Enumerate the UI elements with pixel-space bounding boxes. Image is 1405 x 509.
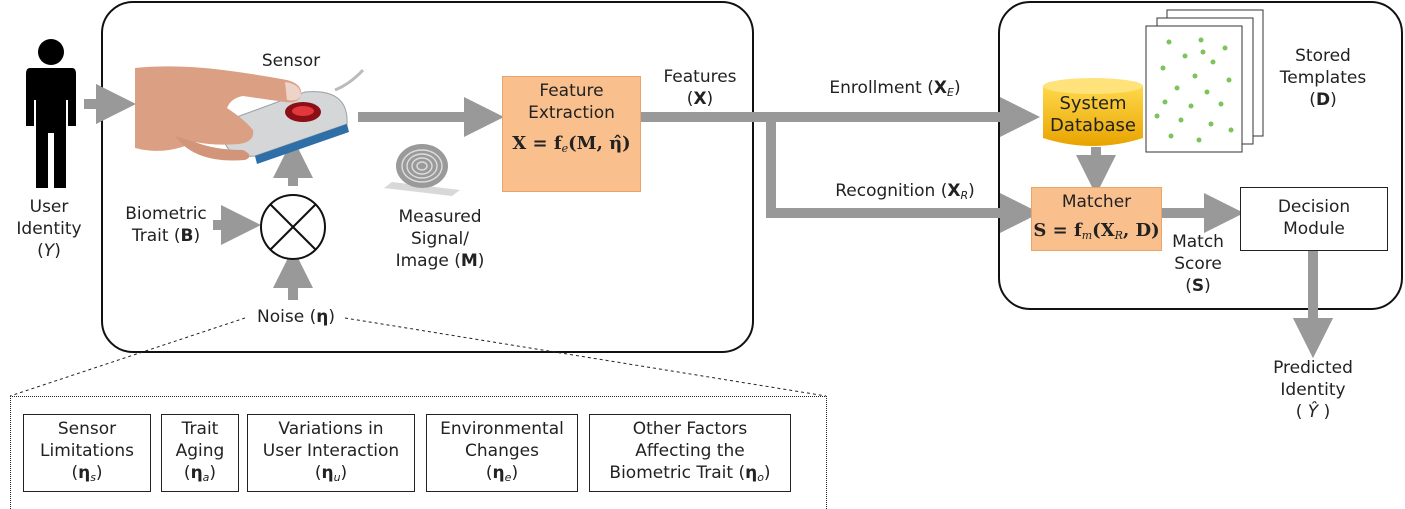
recognition-label: Recognition (XR) xyxy=(835,181,975,202)
database-label: System Database xyxy=(1050,93,1136,136)
matcher-title: Matcher xyxy=(1061,192,1132,212)
noise-factor-user-interaction: Variations in User Interaction (ηu) xyxy=(247,414,415,492)
stored-templates-stack xyxy=(1145,9,1264,153)
decision-module-block: Decision Module xyxy=(1240,187,1388,251)
fingerprint-sensor-image xyxy=(135,66,365,164)
matcher-block: Matcher S = fm(XR, D) xyxy=(1031,187,1162,251)
feature-extraction-block: Feature Extraction X = fe(M, η̂) xyxy=(502,76,641,192)
biometric-trait-label: Biometric Trait (B) xyxy=(125,204,207,246)
enrollment-label: Enrollment (XE) xyxy=(829,78,961,99)
noise-factors-panel xyxy=(10,396,827,509)
feature-extraction-title: Feature Extraction xyxy=(528,81,615,123)
matcher-formula: S = fm(XR, D) xyxy=(1033,220,1160,242)
noise-label: Noise (η) xyxy=(248,306,344,328)
noise-factor-environmental-changes: Environmental Changes (ηe) xyxy=(426,414,578,492)
user-icon xyxy=(26,39,76,188)
measured-signal-label: Measured Signal/ Image (M) xyxy=(395,207,485,271)
stored-templates-label: Stored Templates (D) xyxy=(1279,46,1367,110)
noise-mixer-icon xyxy=(260,194,326,260)
noise-projection-right xyxy=(344,317,827,397)
noise-factor-trait-aging: Trait Aging (ηa) xyxy=(161,414,239,492)
database-icon xyxy=(1043,78,1143,146)
feature-extraction-formula: X = fe(M, η̂) xyxy=(512,133,631,155)
user-identity-label: User Identity (Y) xyxy=(16,197,82,261)
match-score-label: Match Score (S) xyxy=(1172,232,1224,296)
predicted-identity-label: Predicted Identity ( Ŷ ) xyxy=(1273,358,1353,422)
noise-factor-other: Other Factors Affecting the Biometric Tr… xyxy=(589,414,791,492)
noise-projection-left xyxy=(9,317,246,397)
sensor-title: Sensor xyxy=(261,51,321,71)
features-label: Features (X) xyxy=(663,67,737,109)
fingerprint-image xyxy=(384,144,460,196)
noise-factor-sensor-limitations: Sensor Limitations (ηs) xyxy=(23,414,151,492)
